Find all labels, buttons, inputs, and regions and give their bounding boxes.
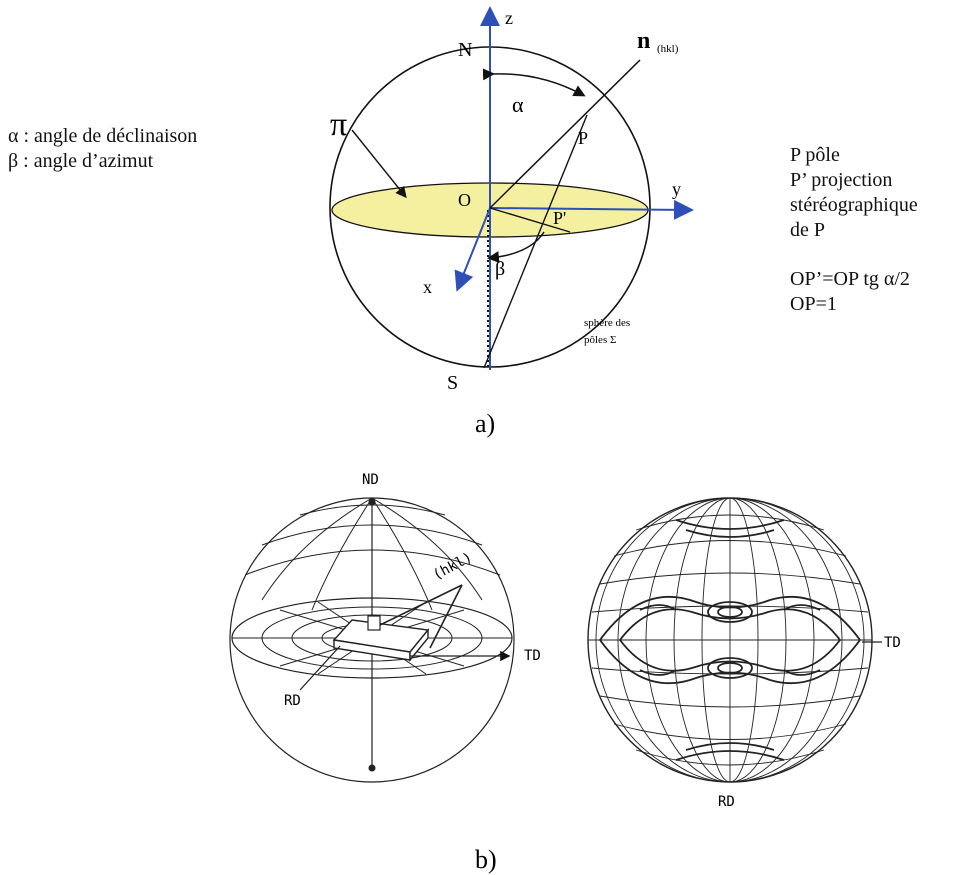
normal-line xyxy=(489,59,641,209)
label-P: P xyxy=(578,128,588,148)
pi-pointer xyxy=(351,129,407,199)
label-P-prime: P' xyxy=(553,208,566,228)
label-TD-right: TD xyxy=(884,635,901,651)
label-pi: π xyxy=(330,106,347,143)
y-axis xyxy=(489,199,694,220)
label-hkl: (hkl) xyxy=(657,43,679,55)
label-TD-left: TD xyxy=(524,648,541,664)
label-alpha: α xyxy=(512,92,524,117)
legend-pole: P pôle xyxy=(790,144,840,166)
label-sphere-1: sphère des xyxy=(584,317,630,329)
label-ND: ND xyxy=(362,472,379,488)
label-hkl-b: (hkl) xyxy=(430,550,475,584)
pole-sphere-sketch xyxy=(229,497,515,783)
label-S: S xyxy=(447,372,458,394)
op-prime-line xyxy=(489,207,571,233)
pole-figure xyxy=(587,497,882,783)
label-beta: β xyxy=(495,258,505,280)
caption-b: b) xyxy=(475,845,497,874)
legend-of-p: de P xyxy=(790,219,825,241)
label-N: N xyxy=(458,39,472,61)
label-n: n xyxy=(637,28,650,54)
label-O: O xyxy=(458,190,471,210)
beta-definition: β : angle d’azimut xyxy=(8,150,154,172)
beta-arc xyxy=(487,231,545,264)
x-axis xyxy=(454,207,491,292)
label-x: x xyxy=(423,277,432,297)
legend-stereographic: stéréographique xyxy=(790,194,918,216)
label-z: z xyxy=(505,8,513,28)
legend-formula: OP’=OP tg α/2 xyxy=(790,268,910,290)
legend-op-unit: OP=1 xyxy=(790,293,837,315)
label-y: y xyxy=(672,179,681,199)
right-legend: P pôle P’ projection stéréographique de … xyxy=(790,143,918,317)
alpha-definition: α : angle de déclinaison xyxy=(8,125,198,147)
alpha-arc xyxy=(482,68,586,97)
left-legend: α : angle de déclinaison β : angle d’azi… xyxy=(8,124,197,174)
label-RD-left: RD xyxy=(284,693,301,709)
legend-projection: P’ projection xyxy=(790,169,893,191)
label-sphere-2: pôles Σ xyxy=(584,334,616,346)
label-RD-right: RD xyxy=(718,794,735,810)
caption-a: a) xyxy=(475,409,495,438)
